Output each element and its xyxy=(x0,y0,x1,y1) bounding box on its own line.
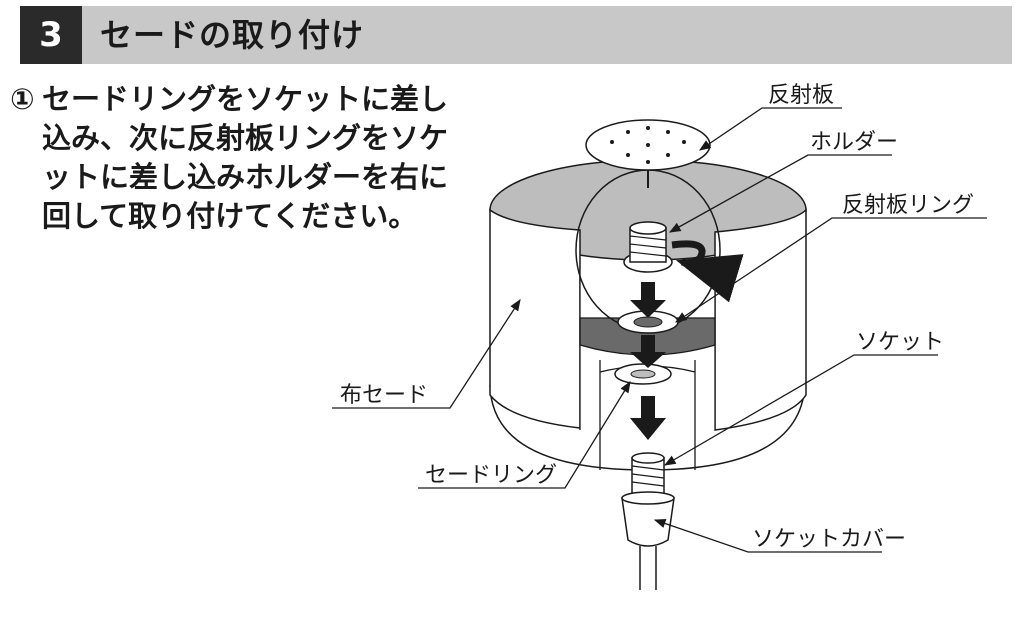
label-shade-ring: セードリング xyxy=(425,463,557,488)
socket-cover xyxy=(621,491,675,590)
rotate-right-arrow xyxy=(671,240,744,303)
cloth-shade xyxy=(489,159,807,471)
leader-shade-ring xyxy=(418,381,631,489)
down-arrow-icon xyxy=(630,282,666,440)
holder xyxy=(623,221,673,273)
label-holder: ホルダー xyxy=(810,130,898,155)
leader-cloth-shade xyxy=(332,299,521,409)
leader-socket xyxy=(663,354,938,466)
step-number-badge: 3 xyxy=(20,6,82,64)
label-socket-cover: ソケットカバー xyxy=(752,527,906,552)
leader-reflector-ring xyxy=(675,217,987,323)
section-header: 3 セードの取り付け xyxy=(20,6,1012,64)
leader-socket-cover xyxy=(653,519,882,553)
label-socket: ソケット xyxy=(856,330,944,355)
leader-holder xyxy=(668,154,892,233)
label-reflector-ring: 反射板リング xyxy=(842,193,974,218)
instruction-number: ① xyxy=(10,82,35,116)
instruction-text: セードリングをソケットに差し込み、次に反射板リングをソケットに差し込みホルダーを… xyxy=(42,82,449,233)
label-cloth-shade: 布セード xyxy=(340,383,428,408)
instruction-step: ① セードリングをソケットに差し込み、次に反射板リングをソケットに差し込みホルダ… xyxy=(10,80,460,236)
socket xyxy=(631,452,665,497)
section-title: セードの取り付け xyxy=(100,16,365,54)
label-reflector: 反射板 xyxy=(768,83,834,108)
leader-reflector xyxy=(699,107,842,151)
